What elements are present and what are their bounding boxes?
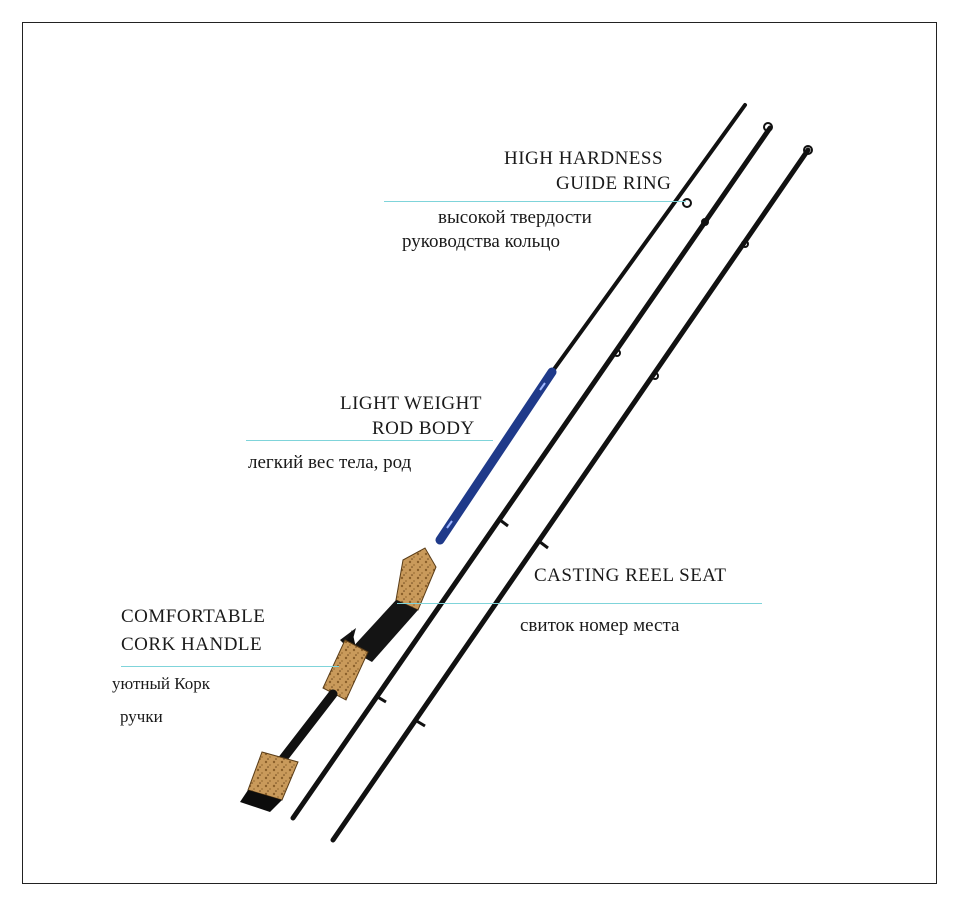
guide-ring-label-en-2: GUIDE RING	[556, 173, 672, 194]
image-frame	[22, 22, 937, 884]
rod-body-callout-line	[246, 440, 493, 441]
rod-section-tip	[330, 145, 813, 843]
cork-handle-label-en-1: COMFORTABLE	[121, 606, 266, 627]
guide-ring-callout-line	[384, 201, 686, 202]
guide-ring-label-ru-2: руководства кольцо	[402, 231, 560, 252]
reel-seat-label-en: CASTING REEL SEAT	[534, 565, 727, 586]
guide-ring-label-ru-1: высокой твердости	[438, 207, 592, 228]
cork-handle-label-ru-2: ручки	[120, 707, 163, 726]
cork-handle-callout-line	[121, 666, 339, 667]
guide-ring-label-en-1: HIGH HARDNESS	[504, 148, 664, 169]
rod-section-middle	[290, 122, 773, 821]
reel-seat-callout-line	[397, 603, 762, 604]
rod-section-butt	[240, 103, 747, 812]
cork-handle-label-ru-1: уютный Корк	[112, 674, 211, 693]
rod-body-label-ru-1: легкий вес тела, род	[248, 452, 412, 473]
rod-body-label-en-1: LIGHT WEIGHT	[340, 393, 482, 414]
rod-body-label-en-2: ROD BODY	[372, 418, 475, 439]
cork-handle-label-en-2: CORK HANDLE	[121, 634, 263, 655]
reel-seat-label-ru: свиток номер места	[520, 615, 680, 636]
